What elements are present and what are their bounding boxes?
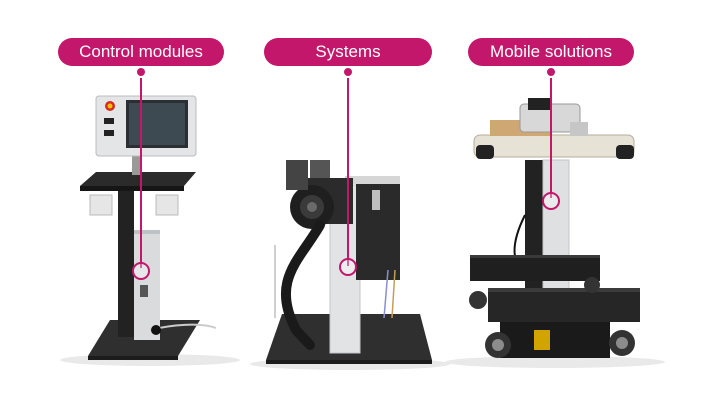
- mobile-leader-line: [550, 72, 552, 198]
- mobile-leader-top-dot: [545, 66, 557, 78]
- control-leader-line: [140, 72, 142, 268]
- systems-image: [266, 160, 432, 364]
- control-marker-ring: [132, 262, 150, 280]
- systems-leader-line: [347, 72, 349, 266]
- control-leader-top-dot: [135, 66, 147, 78]
- mobile-solutions-image: [469, 98, 640, 358]
- mobile-marker-ring: [542, 192, 560, 210]
- mobile-solutions-label[interactable]: Mobile solutions: [468, 38, 634, 66]
- control-modules-label[interactable]: Control modules: [58, 38, 224, 66]
- systems-marker-ring: [339, 258, 357, 276]
- systems-leader-top-dot: [342, 66, 354, 78]
- control-module-image: [80, 95, 217, 360]
- systems-label[interactable]: Systems: [264, 38, 432, 66]
